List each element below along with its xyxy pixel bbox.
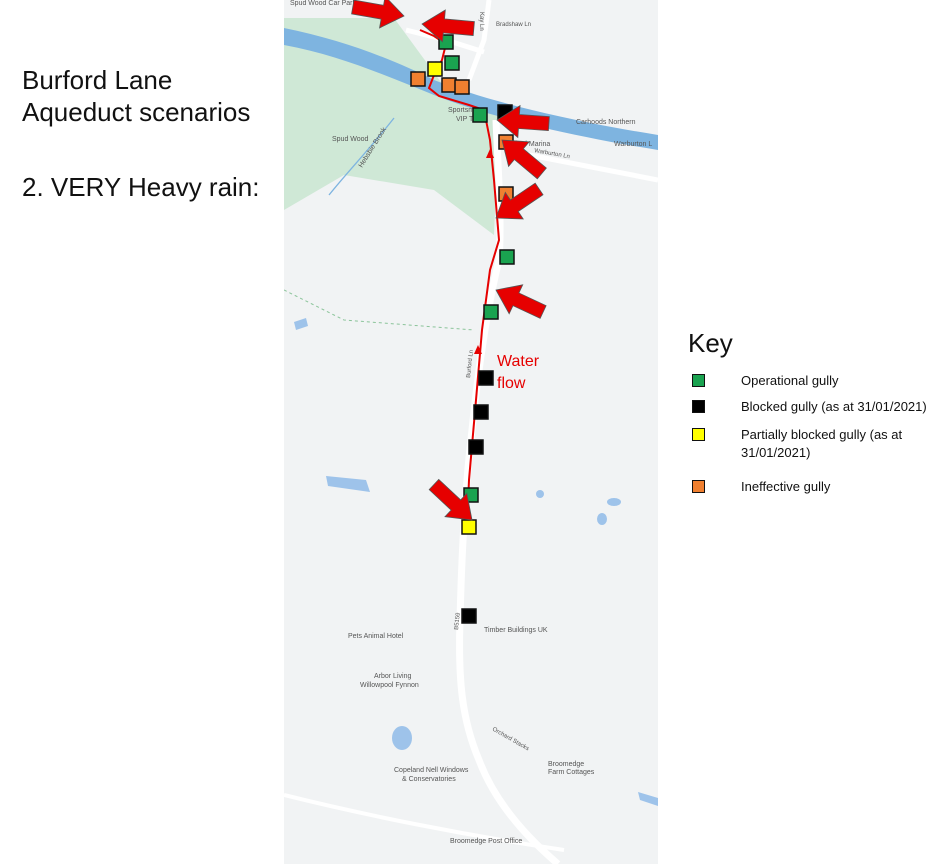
map-label-copeland: Copeland Nell Windows [394,767,469,774]
scenario-subtitle: 2. VERY Heavy rain: [22,172,260,202]
key-label: Partially blocked gully (as at 31/01/202… [741,427,903,460]
map-label-vip: VIP T [456,116,474,123]
key-swatch-blocked [692,400,705,413]
gully-marker-ineffective [454,79,470,95]
water-flow-label-line-1: Water [497,353,540,370]
flow-direction-marker [474,345,482,354]
gully-marker-operational [472,107,488,123]
map-label-bradshaw-ln: Bradshaw Ln [496,22,531,28]
gully-marker-operational [483,304,499,320]
pond [392,726,412,750]
key-title: Key [688,328,733,358]
map-label-pets-animal-hotel: Pets Animal Hotel [348,633,404,640]
map-label-broomedge-farm: Broomedge [548,761,584,768]
flow-direction-marker [486,149,494,158]
warburton-lane-road [513,149,658,183]
gully-marker-operational [444,55,460,71]
key-swatch-ineffective [692,480,705,493]
pond [536,490,544,498]
ponds [294,318,658,806]
water-flow-label-line-2: flow [497,375,526,392]
inflow-arrow [428,478,473,521]
map-label-warburton: Warburton L [614,141,652,148]
road-south [284,793,565,852]
gully-marker-blocked [461,608,477,624]
gully-marker-operational [499,249,515,265]
map-label-willowpool: Willowpool Fynnon [360,682,419,689]
spud-wood-area [284,18,499,235]
gully-marker-blocked [468,439,484,455]
pond [607,498,621,506]
map-label-timber-buildings: Timber Buildings UK [484,627,548,634]
gully-marker-partial [427,61,443,77]
pond [294,318,308,330]
map-label-farm-cottages: Farm Cottages [548,769,595,776]
gully-marker-partial [461,519,477,535]
inflow-arrow [351,0,405,29]
title-block: Burford Lane Aqueduct scenarios [22,64,250,128]
map-label-broomedge-post-office: Broomedge Post Office [450,838,522,845]
map-label-kay-ln: Kay Ln [478,12,484,31]
key-label: Blocked gully (as at 31/01/2021) [741,399,927,414]
map-label-spud-wood-car-park: Spud Wood Car Park [290,0,357,7]
map-label-arbor-living: Arbor Living [374,673,411,680]
brook [328,117,395,196]
pond [326,476,370,492]
key-swatch-operational [692,374,705,387]
gully-marker-blocked [478,370,494,386]
gully-marker-ineffective [410,71,426,87]
key-swatch-partial [692,428,705,441]
map-label-sportsmans: Sportsman [448,107,482,114]
inflow-arrow [501,139,547,180]
map-label-carhoods-northern: Carhoods Northern [576,119,636,126]
kay-lane-road [466,0,492,81]
gully-marker-ineffective [441,77,457,93]
key-label: Ineffective gully [741,479,831,494]
inflow-arrow [421,9,475,43]
map-label-burford-ln: Burford Ln [466,350,475,379]
pond [597,513,607,525]
key-label: Operational gully [741,373,839,388]
map-label-spud-wood: Spud Wood [332,136,369,143]
inflow-arrow [495,284,547,319]
inflow-arrow [495,182,544,220]
canal [284,28,658,150]
pond [638,792,658,806]
gully-marker-blocked [473,404,489,420]
map-label-conservatories: & Conservatories [402,776,456,783]
inflow-arrow [496,104,550,139]
field-boundary [284,289,475,331]
title-line-1: Burford Lane [22,65,173,95]
title-line-2: Aqueduct scenarios [22,97,251,127]
map-label-b5159: B5159 [454,612,462,631]
